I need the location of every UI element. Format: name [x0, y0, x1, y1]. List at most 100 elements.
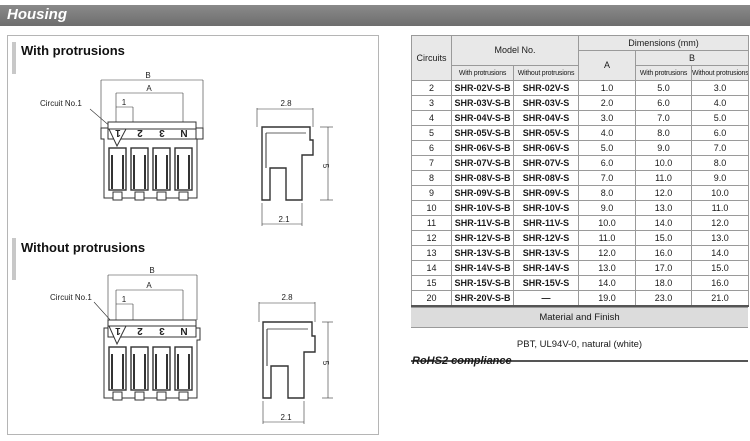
cell-dim-b-without: 7.0 — [690, 140, 750, 156]
cell-dim-a: 12.0 — [578, 245, 636, 261]
dim-height-label: 5 — [321, 361, 330, 366]
section-title: Housing — [7, 6, 67, 23]
cell-model-with: SHR-11V-S-B — [451, 215, 514, 231]
cell-dim-b-without: 12.0 — [690, 215, 750, 231]
cell-dim-b-without: 16.0 — [690, 275, 750, 291]
side-view-labels-top: 2.8 5 2.1 — [278, 99, 330, 224]
cell-model-with: SHR-07V-S-B — [451, 155, 514, 171]
pin-3-label: 3 — [159, 325, 165, 336]
cell-model-with: SHR-10V-S-B — [451, 200, 514, 216]
dim-width-label: 2.8 — [281, 293, 293, 302]
cell-dim-b-with: 15.0 — [635, 230, 692, 246]
cell-model-without: SHR-13V-S — [513, 245, 579, 261]
cell-model-with: SHR-08V-S-B — [451, 170, 514, 186]
cell-circuits: 9 — [411, 185, 452, 201]
header-dim-a: A — [578, 50, 636, 81]
cell-model-with: SHR-13V-S-B — [451, 245, 514, 261]
cell-model-with: SHR-05V-S-B — [451, 125, 514, 141]
cell-dim-b-with: 18.0 — [635, 275, 692, 291]
cell-dim-b-without: 14.0 — [690, 245, 750, 261]
pin-3-label: 3 — [159, 127, 165, 138]
circuit-no1-label: Circuit No.1 — [40, 99, 82, 108]
cell-model-with: SHR-04V-S-B — [451, 110, 514, 126]
pin-n-label: N — [180, 327, 187, 338]
pin-n-label: N — [180, 129, 187, 140]
dim-b-label: B — [149, 266, 154, 275]
cell-model-with: SHR-02V-S-B — [451, 80, 514, 96]
rohs-compliance-note: RoHS2 compliance — [412, 355, 512, 367]
cell-model-with: SHR-03V-S-B — [451, 95, 514, 111]
cell-model-without: SHR-04V-S — [513, 110, 579, 126]
cell-dim-b-with: 17.0 — [635, 260, 692, 276]
cell-dim-b-with: 9.0 — [635, 140, 692, 156]
without-protrusions-title: Without protrusions — [21, 240, 146, 255]
pin-1-label: 1 — [115, 325, 121, 336]
cell-dim-a: 4.0 — [578, 125, 636, 141]
cell-model-with: SHR-15V-S-B — [451, 275, 514, 291]
material-table: Material and Finish PBT, UL94V-0, natura… — [411, 307, 748, 362]
cell-dim-b-with: 12.0 — [635, 185, 692, 201]
side-view-with-protrusions — [256, 108, 333, 226]
cell-dim-a: 13.0 — [578, 260, 636, 276]
cell-dim-b-with: 23.0 — [635, 290, 692, 307]
cell-dim-b-with: 7.0 — [635, 110, 692, 126]
dim-a-label: A — [146, 84, 152, 93]
dim-a-label: A — [146, 281, 152, 290]
cell-model-without: SHR-11V-S — [513, 215, 579, 231]
cell-circuits: 15 — [411, 275, 452, 291]
cell-dim-b-with: 14.0 — [635, 215, 692, 231]
cell-circuits: 14 — [411, 260, 452, 276]
cell-model-without: SHR-14V-S — [513, 260, 579, 276]
dim-pitch-label: 1 — [122, 295, 127, 304]
cell-circuits: 5 — [411, 125, 452, 141]
cell-dim-a: 6.0 — [578, 155, 636, 171]
front-view-labels-bottom: B A 1 Circuit No.1 1 2 3 N — [50, 266, 188, 338]
cell-dim-a: 3.0 — [578, 110, 636, 126]
front-view-without-protrusions — [93, 274, 201, 401]
cell-dim-a: 14.0 — [578, 275, 636, 291]
header-b-with: With protrusions — [635, 65, 692, 81]
cell-dim-a: 2.0 — [578, 95, 636, 111]
cell-dim-b-without: 15.0 — [690, 260, 750, 276]
cell-model-without: SHR-05V-S — [513, 125, 579, 141]
dimensions-table: Circuits Model No. Dimensions (mm) A B W… — [411, 35, 750, 307]
header-model-with: With protrusions — [451, 65, 514, 81]
with-protrusions-title: With protrusions — [21, 43, 125, 58]
cell-circuits: 2 — [411, 80, 452, 96]
cell-circuits: 12 — [411, 230, 452, 246]
cell-dim-a: 7.0 — [578, 170, 636, 186]
front-view-with-protrusions — [89, 79, 204, 201]
cell-model-without: SHR-07V-S — [513, 155, 579, 171]
side-view-without-protrusions — [258, 302, 333, 424]
pin-2-label: 2 — [137, 127, 143, 138]
cell-dim-b-without: 11.0 — [690, 200, 750, 216]
dim-width-label: 2.8 — [280, 99, 292, 108]
cell-circuits: 6 — [411, 140, 452, 156]
section-accent-bar — [12, 42, 16, 74]
cell-circuits: 7 — [411, 155, 452, 171]
cell-dim-b-without: 9.0 — [690, 170, 750, 186]
header-dimensions: Dimensions (mm) — [577, 35, 750, 51]
cell-dim-a: 10.0 — [578, 215, 636, 231]
dim-b-label: B — [145, 71, 150, 80]
cell-model-without: SHR-10V-S — [513, 200, 579, 216]
dim-bottom-width-label: 2.1 — [280, 413, 292, 422]
cell-dim-b-with: 13.0 — [635, 200, 692, 216]
cell-model-without: SHR-09V-S — [513, 185, 579, 201]
cell-dim-b-without: 13.0 — [690, 230, 750, 246]
cell-dim-b-without: 5.0 — [690, 110, 750, 126]
material-value: PBT, UL94V-0, natural (white) — [411, 327, 748, 362]
header-b-without: Without protrusions — [690, 65, 750, 81]
cell-dim-b-without: 6.0 — [690, 125, 750, 141]
cell-circuits: 13 — [411, 245, 452, 261]
cell-dim-b-with: 6.0 — [635, 95, 692, 111]
